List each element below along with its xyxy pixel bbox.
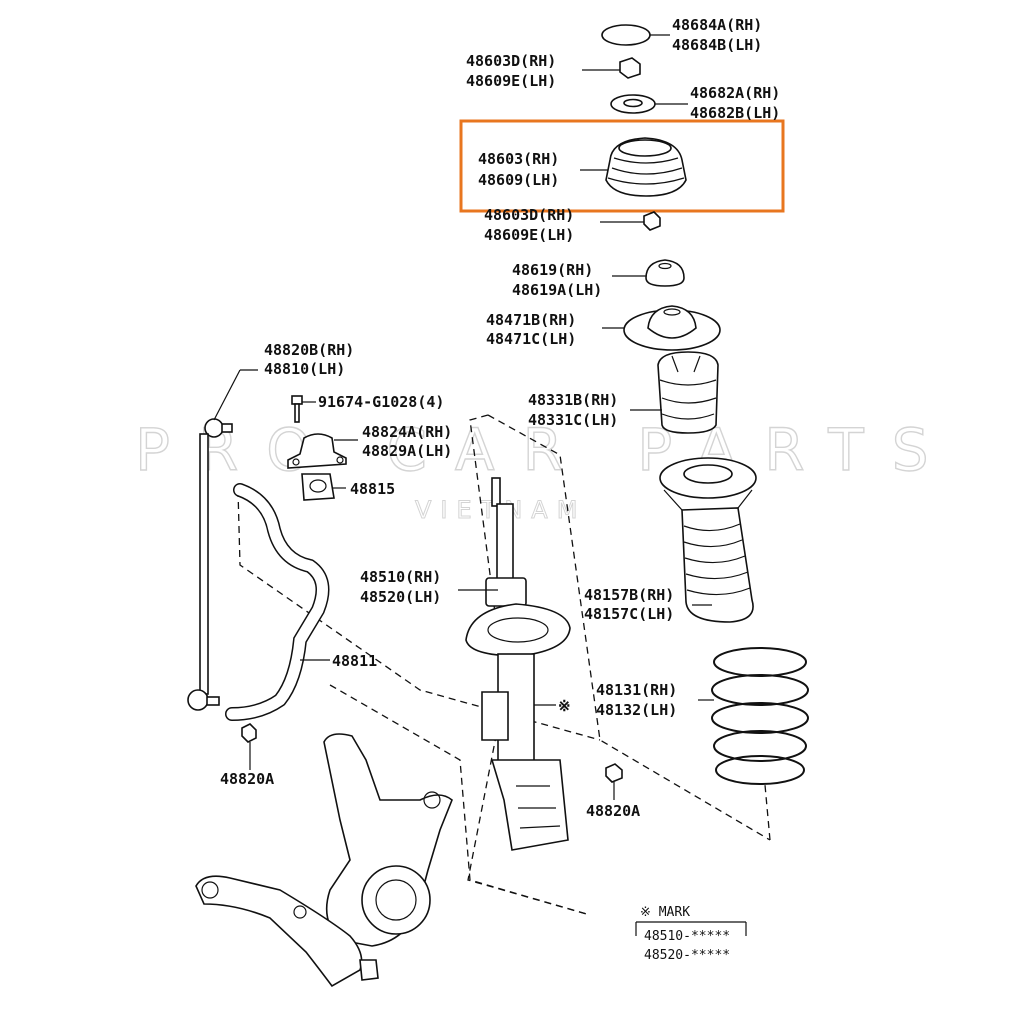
label-48609e-top: 48609E(LH)	[466, 72, 556, 90]
label-48131: 48131(RH)	[596, 681, 677, 699]
label-48619: 48619(RH)	[512, 261, 593, 279]
highlight-box	[459, 119, 785, 213]
watermark-main: PRO CAR PARTS	[135, 416, 957, 484]
label-48331c: 48331C(LH)	[528, 411, 618, 429]
label-48603: 48603(RH)	[478, 150, 559, 168]
label-48684b: 48684B(LH)	[672, 36, 762, 54]
label-48684a: 48684A(RH)	[672, 16, 762, 34]
label-48609e-bottom: 48609E(LH)	[484, 226, 574, 244]
label-48824a: 48824A(RH)	[362, 423, 452, 441]
coil-spring-48131[interactable]	[711, 647, 809, 785]
shock-strut-48510[interactable]	[465, 477, 571, 851]
mark-legend-row-1: 48510-*****	[644, 929, 730, 944]
nut-48820a-right[interactable]	[605, 763, 623, 783]
label-48829a: 48829A(LH)	[362, 442, 452, 460]
label-48820b: 48820B(RH)	[264, 341, 354, 359]
strut-assembly-boundary	[487, 414, 771, 841]
label-48471b: 48471B(RH)	[486, 311, 576, 329]
spring-seat-48471[interactable]	[623, 305, 721, 351]
label-48157c: 48157C(LH)	[584, 605, 674, 623]
steering-knuckle[interactable]	[323, 733, 453, 947]
bracket-48824a[interactable]	[287, 433, 347, 469]
label-91674: 91674-G1028(4)	[318, 393, 444, 411]
label-48510: 48510(RH)	[360, 568, 441, 586]
nut-48603d-top[interactable]	[619, 57, 641, 79]
label-48520: 48520(LH)	[360, 588, 441, 606]
label-48132: 48132(LH)	[596, 701, 677, 719]
label-48603d-bottom: 48603D(RH)	[484, 206, 574, 224]
label-48820a-right: 48820A	[586, 802, 640, 820]
stabilizer-link-48820b[interactable]	[187, 418, 233, 711]
label-48810: 48810(LH)	[264, 360, 345, 378]
label-48331b: 48331B(RH)	[528, 391, 618, 409]
bushing-48619[interactable]	[645, 259, 685, 287]
label-48811: 48811	[332, 652, 377, 670]
lower-control-arm[interactable]	[195, 875, 379, 988]
bushing-48815[interactable]	[301, 473, 335, 501]
dust-boot-48157[interactable]	[659, 457, 757, 623]
label-48619a: 48619A(LH)	[512, 281, 602, 299]
label-48471c: 48471C(LH)	[486, 330, 576, 348]
nut-48820a-left[interactable]	[241, 723, 257, 743]
label-48820a-left: 48820A	[220, 770, 274, 788]
dust-cap-48684[interactable]	[601, 24, 651, 46]
label-48815: 48815	[350, 480, 395, 498]
mark-symbol: ※	[558, 697, 571, 715]
label-48682a: 48682A(RH)	[690, 84, 780, 102]
label-48603d-top: 48603D(RH)	[466, 52, 556, 70]
nut-48603d-bottom[interactable]	[643, 211, 661, 231]
label-48157b: 48157B(RH)	[584, 586, 674, 604]
knuckle-boundary	[329, 684, 591, 916]
mark-legend-title: ※ MARK	[640, 905, 690, 920]
label-48682b: 48682B(LH)	[690, 104, 780, 122]
label-48609: 48609(LH)	[478, 171, 559, 189]
mark-legend-row-2: 48520-*****	[644, 948, 730, 963]
mark-legend: ※ MARK 48510-***** 48520-*****	[635, 905, 747, 963]
bolt-91674[interactable]	[291, 395, 303, 423]
bump-stop-48331[interactable]	[657, 351, 719, 434]
strut-mount-48603[interactable]	[605, 137, 687, 197]
